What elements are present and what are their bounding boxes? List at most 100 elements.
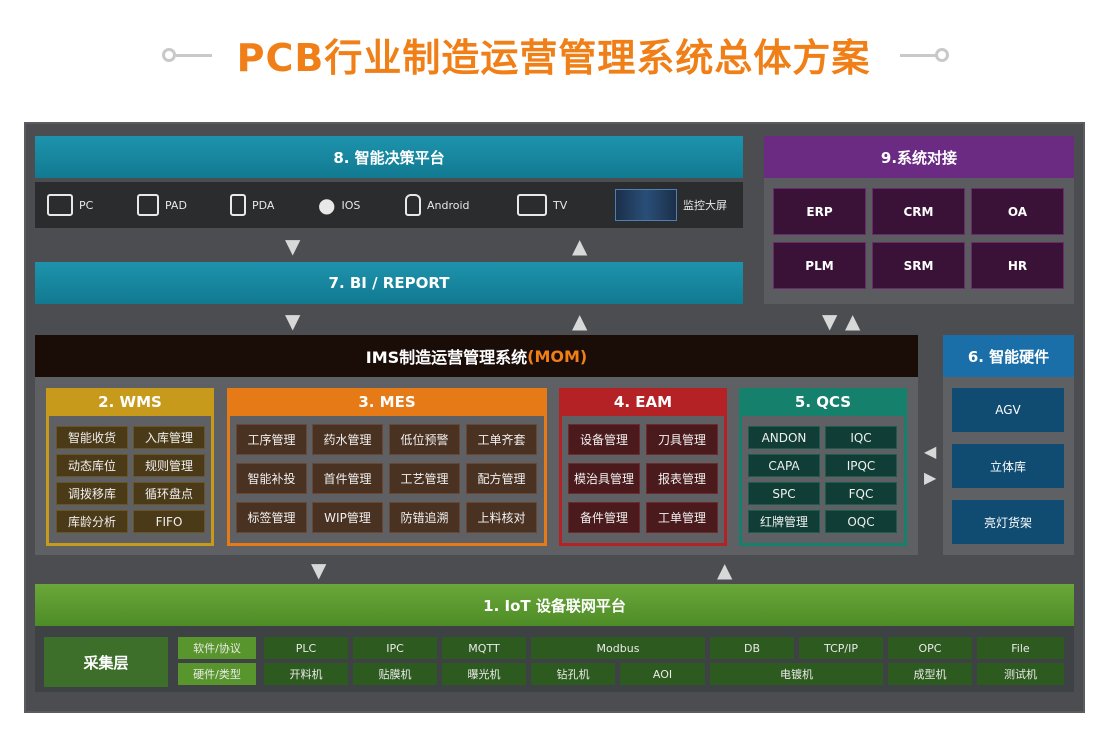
mom-header: IMS制造运营管理系统(MOM) xyxy=(35,335,918,377)
title-left-dot xyxy=(162,48,176,62)
dock-erp[interactable]: ERP xyxy=(773,188,866,235)
machine-item[interactable]: 成型机 xyxy=(888,663,972,685)
device-label: Android xyxy=(427,198,470,212)
qcs-item[interactable]: IPQC xyxy=(825,454,897,477)
pda-icon xyxy=(230,194,246,216)
mes-item[interactable]: 工单齐套 xyxy=(466,424,537,455)
wms-item[interactable]: 智能收货 xyxy=(56,426,128,449)
eam-item[interactable]: 备件管理 xyxy=(568,502,640,533)
decision-platform-header: 8. 智能决策平台 xyxy=(35,136,743,178)
machine-item[interactable]: 电镀机 xyxy=(710,663,883,685)
android-icon xyxy=(405,194,421,216)
qcs-item[interactable]: 红牌管理 xyxy=(748,510,820,533)
protocol-item[interactable]: Modbus xyxy=(531,637,705,659)
dock-plm[interactable]: PLM xyxy=(773,242,866,289)
arrow-down-icon: ▼ xyxy=(285,309,301,333)
dock-crm[interactable]: CRM xyxy=(872,188,965,235)
device-label: PAD xyxy=(165,198,187,212)
device-row: PC PAD PDA ● IOS Android TV 监控大屏 xyxy=(35,182,743,228)
mes-item[interactable]: 首件管理 xyxy=(312,463,383,494)
device-label: PDA xyxy=(252,198,275,212)
eam-item[interactable]: 刀具管理 xyxy=(646,424,718,455)
protocol-item[interactable]: PLC xyxy=(264,637,348,659)
wms-header: 2. WMS xyxy=(46,388,214,416)
mes-item[interactable]: 低位预警 xyxy=(389,424,460,455)
arrow-right-icon: ▶ xyxy=(924,468,937,487)
arrow-up-icon: ▲ xyxy=(572,234,588,258)
device-label: 监控大屏 xyxy=(683,199,727,212)
device-dashboard[interactable]: 监控大屏 xyxy=(615,186,727,224)
machine-item[interactable]: 测试机 xyxy=(977,663,1064,685)
device-label: TV xyxy=(553,198,568,212)
wms-item[interactable]: 库龄分析 xyxy=(56,510,128,533)
collect-layer-label: 采集层 xyxy=(44,637,168,687)
smart-hardware-header: 6. 智能硬件 xyxy=(943,335,1074,377)
wms-item[interactable]: FIFO xyxy=(133,510,205,533)
machine-item[interactable]: AOI xyxy=(620,663,705,685)
protocol-item[interactable]: File xyxy=(977,637,1064,659)
hardware-light-shelf[interactable]: 亮灯货架 xyxy=(952,500,1064,544)
arrow-down-icon: ▼ xyxy=(822,309,838,333)
mes-item[interactable]: 工艺管理 xyxy=(389,463,460,494)
device-pda[interactable]: PDA xyxy=(230,186,274,224)
eam-item[interactable]: 报表管理 xyxy=(646,463,718,494)
title-right-line xyxy=(900,54,936,57)
monitor-icon xyxy=(47,194,73,216)
device-tv[interactable]: TV xyxy=(517,186,567,224)
bi-report-header: 7. BI / REPORT xyxy=(35,262,743,304)
mes-item[interactable]: 防错追溯 xyxy=(389,502,460,533)
wms-item[interactable]: 入库管理 xyxy=(133,426,205,449)
mes-item[interactable]: 标签管理 xyxy=(236,502,307,533)
machine-item[interactable]: 贴膜机 xyxy=(353,663,437,685)
qcs-item[interactable]: OQC xyxy=(825,510,897,533)
device-pad[interactable]: PAD xyxy=(137,186,187,224)
protocol-item[interactable]: TCP/IP xyxy=(799,637,883,659)
mes-item[interactable]: WIP管理 xyxy=(312,502,383,533)
dock-srm[interactable]: SRM xyxy=(872,242,965,289)
eam-item[interactable]: 模治具管理 xyxy=(568,463,640,494)
device-label: IOS xyxy=(341,198,361,212)
eam-header: 4. EAM xyxy=(559,388,727,416)
qcs-item[interactable]: SPC xyxy=(748,482,820,505)
protocol-item[interactable]: MQTT xyxy=(442,637,526,659)
machine-item[interactable]: 开料机 xyxy=(264,663,348,685)
wms-item[interactable]: 调拨移库 xyxy=(56,482,128,505)
protocol-item[interactable]: DB xyxy=(710,637,794,659)
machine-item[interactable]: 曝光机 xyxy=(442,663,526,685)
wms-item[interactable]: 循环盘点 xyxy=(133,482,205,505)
mes-item[interactable]: 上料核对 xyxy=(466,502,537,533)
mes-item[interactable]: 工序管理 xyxy=(236,424,307,455)
wms-item[interactable]: 动态库位 xyxy=(56,454,128,477)
title-left-line xyxy=(176,54,212,57)
qcs-item[interactable]: FQC xyxy=(825,482,897,505)
iot-platform-header: 1. IoT 设备联网平台 xyxy=(35,584,1074,626)
hardware-stereo-warehouse[interactable]: 立体库 xyxy=(952,444,1064,488)
dock-hr[interactable]: HR xyxy=(971,242,1064,289)
machine-item[interactable]: 钻孔机 xyxy=(531,663,615,685)
device-ios[interactable]: ● IOS xyxy=(318,186,360,224)
qcs-item[interactable]: CAPA xyxy=(748,454,820,477)
protocol-item[interactable]: IPC xyxy=(353,637,437,659)
device-android[interactable]: Android xyxy=(405,186,470,224)
qcs-item[interactable]: IQC xyxy=(825,426,897,449)
dock-oa[interactable]: OA xyxy=(971,188,1064,235)
protocol-item[interactable]: OPC xyxy=(888,637,972,659)
eam-item[interactable]: 设备管理 xyxy=(568,424,640,455)
wms-item[interactable]: 规则管理 xyxy=(133,454,205,477)
system-dock-header: 9.系统对接 xyxy=(764,136,1074,178)
qcs-header: 5. QCS xyxy=(739,388,907,416)
title-right-dot xyxy=(935,48,949,62)
eam-item[interactable]: 工单管理 xyxy=(646,502,718,533)
mes-header: 3. MES xyxy=(227,388,547,416)
page-title: PCB行业制造运营管理系统总体方案 xyxy=(236,35,871,80)
apple-icon: ● xyxy=(318,193,336,217)
mes-item[interactable]: 配方管理 xyxy=(466,463,537,494)
hardware-agv[interactable]: AGV xyxy=(952,388,1064,432)
mes-item[interactable]: 药水管理 xyxy=(312,424,383,455)
mes-item[interactable]: 智能补投 xyxy=(236,463,307,494)
tv-icon xyxy=(517,194,547,216)
device-pc[interactable]: PC xyxy=(47,186,93,224)
qcs-item[interactable]: ANDON xyxy=(748,426,820,449)
mom-suffix: (MOM) xyxy=(527,346,588,366)
software-protocol-tag: 软件/协议 xyxy=(178,637,256,659)
